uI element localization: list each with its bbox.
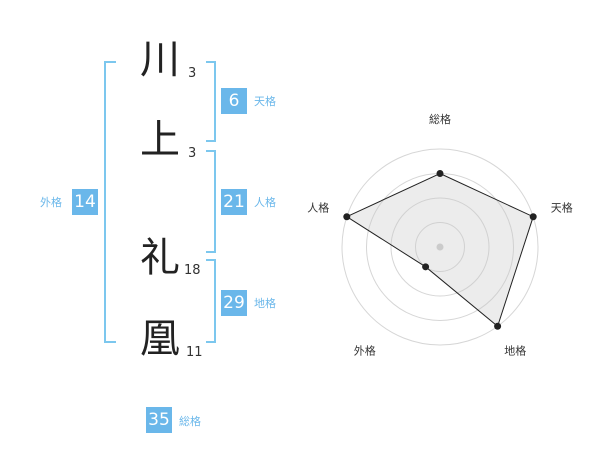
given-char-2-strokes: 11 bbox=[186, 345, 203, 360]
given-char-2: 凰 bbox=[140, 316, 180, 362]
radar-grid-ring bbox=[341, 148, 539, 346]
chi-value-badge: 29 bbox=[221, 290, 247, 316]
radar-grid-ring bbox=[390, 197, 490, 297]
radar-point-4 bbox=[343, 213, 351, 221]
surname-char-1: 川 bbox=[140, 37, 180, 83]
radar-axis-label-0: 総格 bbox=[429, 112, 451, 126]
chi-label: 地格 bbox=[254, 297, 276, 310]
jin-label: 人格 bbox=[254, 196, 276, 209]
surname-char-2: 上 bbox=[140, 117, 180, 163]
ten-label: 天格 bbox=[254, 95, 276, 108]
radar-data bbox=[343, 170, 537, 330]
radar-grid-ring bbox=[415, 222, 465, 272]
radar-axis-label-3: 外格 bbox=[354, 344, 376, 358]
ten-value-badge: 6 bbox=[221, 88, 247, 114]
radar-point-3 bbox=[422, 263, 430, 271]
sou-label: 総格 bbox=[179, 415, 201, 428]
ten-bracket bbox=[206, 61, 216, 142]
given-char-1-strokes: 18 bbox=[184, 263, 201, 278]
radar-point-0 bbox=[436, 170, 444, 177]
radar-axis-label-2: 地格 bbox=[504, 344, 526, 358]
radar-axis-label-1: 天格 bbox=[551, 200, 573, 214]
outer-bracket bbox=[104, 61, 116, 343]
gai-label: 外格 bbox=[40, 196, 62, 209]
chi-bracket bbox=[206, 259, 216, 343]
radar-center-dot bbox=[436, 243, 444, 251]
jin-value-badge: 21 bbox=[221, 189, 247, 215]
gai-value-badge: 14 bbox=[72, 189, 98, 215]
radar-axis-label-4: 人格 bbox=[307, 200, 329, 214]
radar-point-2 bbox=[494, 322, 502, 330]
radar-data-polygon bbox=[345, 172, 534, 328]
surname-char-1-strokes: 3 bbox=[188, 66, 197, 81]
given-char-1: 礼 bbox=[140, 235, 180, 281]
radar-point-1 bbox=[529, 213, 537, 221]
jin-bracket bbox=[206, 150, 216, 253]
sou-value-badge: 35 bbox=[146, 407, 172, 433]
surname-char-2-strokes: 3 bbox=[188, 146, 197, 161]
